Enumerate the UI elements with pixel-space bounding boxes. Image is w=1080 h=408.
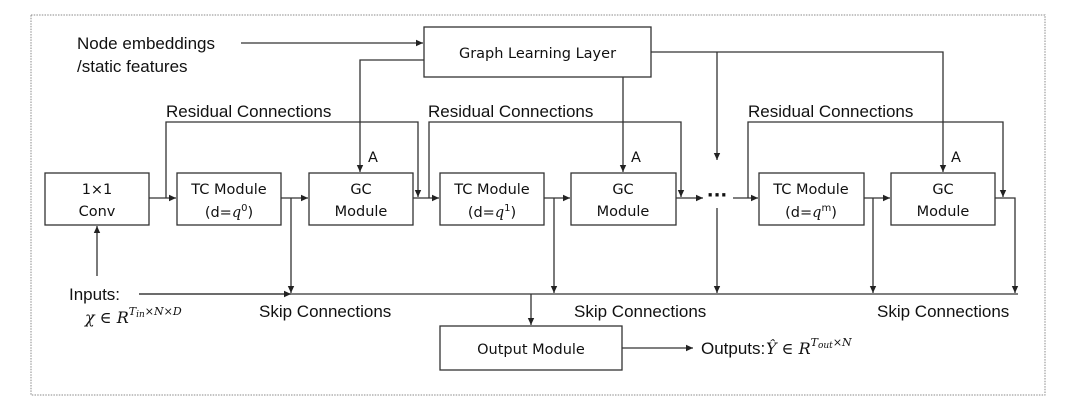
inputs-math: χ ∈ RTin×N×D bbox=[84, 305, 182, 327]
tc-module-1-dilation: (d=q1) bbox=[468, 203, 516, 221]
tc-module-0-dilation: (d=q0) bbox=[205, 203, 253, 221]
diagram-frame bbox=[30, 14, 1046, 396]
residual-label-3: Residual Connections bbox=[748, 102, 913, 121]
tc-module-m-label: TC Module bbox=[772, 182, 849, 198]
tc-module-m-box[interactable] bbox=[758, 172, 865, 226]
tc-module-0-box[interactable] bbox=[176, 172, 282, 226]
gc-module-1-label-line2: Module bbox=[335, 204, 388, 220]
residual-connection-3 bbox=[747, 121, 1007, 198]
residual-connection-2 bbox=[428, 121, 685, 198]
skip-label-3: Skip Connections bbox=[877, 302, 1009, 321]
skip-from-gc3 bbox=[995, 197, 1019, 293]
output-module-box[interactable] bbox=[439, 325, 623, 371]
gc-module-3-label-line2: Module bbox=[917, 204, 970, 220]
conv-1x1-box[interactable] bbox=[44, 172, 150, 226]
skip-label-1: Skip Connections bbox=[259, 302, 391, 321]
gc-module-1-box[interactable] bbox=[308, 172, 414, 226]
graph-learning-layer-label: Graph Learning Layer bbox=[459, 46, 616, 62]
tc-module-1-box[interactable] bbox=[439, 172, 545, 226]
residual-connection-1 bbox=[165, 121, 422, 198]
static-features-label: /static features bbox=[77, 57, 188, 76]
skip-label-2: Skip Connections bbox=[574, 302, 706, 321]
adjacency-label-2: A bbox=[631, 150, 641, 166]
outputs-label: Outputs: bbox=[701, 339, 765, 358]
conv-1x1-label-line2: Conv bbox=[79, 204, 116, 220]
adjacency-line-gc1 bbox=[356, 59, 424, 172]
outputs-math: Ŷ ∈ RTout×N bbox=[766, 336, 852, 358]
node-embeddings-label: Node embeddings bbox=[77, 34, 215, 53]
output-module-label: Output Module bbox=[477, 342, 585, 358]
gc-module-1-label-line1: GC bbox=[350, 182, 371, 198]
residual-label-2: Residual Connections bbox=[428, 102, 593, 121]
adjacency-label-1: A bbox=[368, 150, 378, 166]
tc-module-0-label: TC Module bbox=[190, 182, 267, 198]
tc-module-1-label: TC Module bbox=[453, 182, 530, 198]
conv-1x1-label-line1: 1×1 bbox=[82, 182, 113, 198]
gc-module-2-box[interactable] bbox=[570, 172, 677, 226]
gc-module-3-box[interactable] bbox=[890, 172, 996, 226]
gc-module-2-label-line2: Module bbox=[597, 204, 650, 220]
inputs-label: Inputs: bbox=[69, 285, 120, 304]
tc-module-m-dilation: (d=qm) bbox=[785, 203, 837, 221]
ellipsis: ··· bbox=[707, 185, 728, 206]
adjacency-label-3: A bbox=[951, 150, 961, 166]
adjacency-line-gc3 bbox=[651, 51, 947, 172]
residual-label-1: Residual Connections bbox=[166, 102, 331, 121]
gc-module-3-label-line1: GC bbox=[932, 182, 953, 198]
gc-module-2-label-line1: GC bbox=[612, 182, 633, 198]
